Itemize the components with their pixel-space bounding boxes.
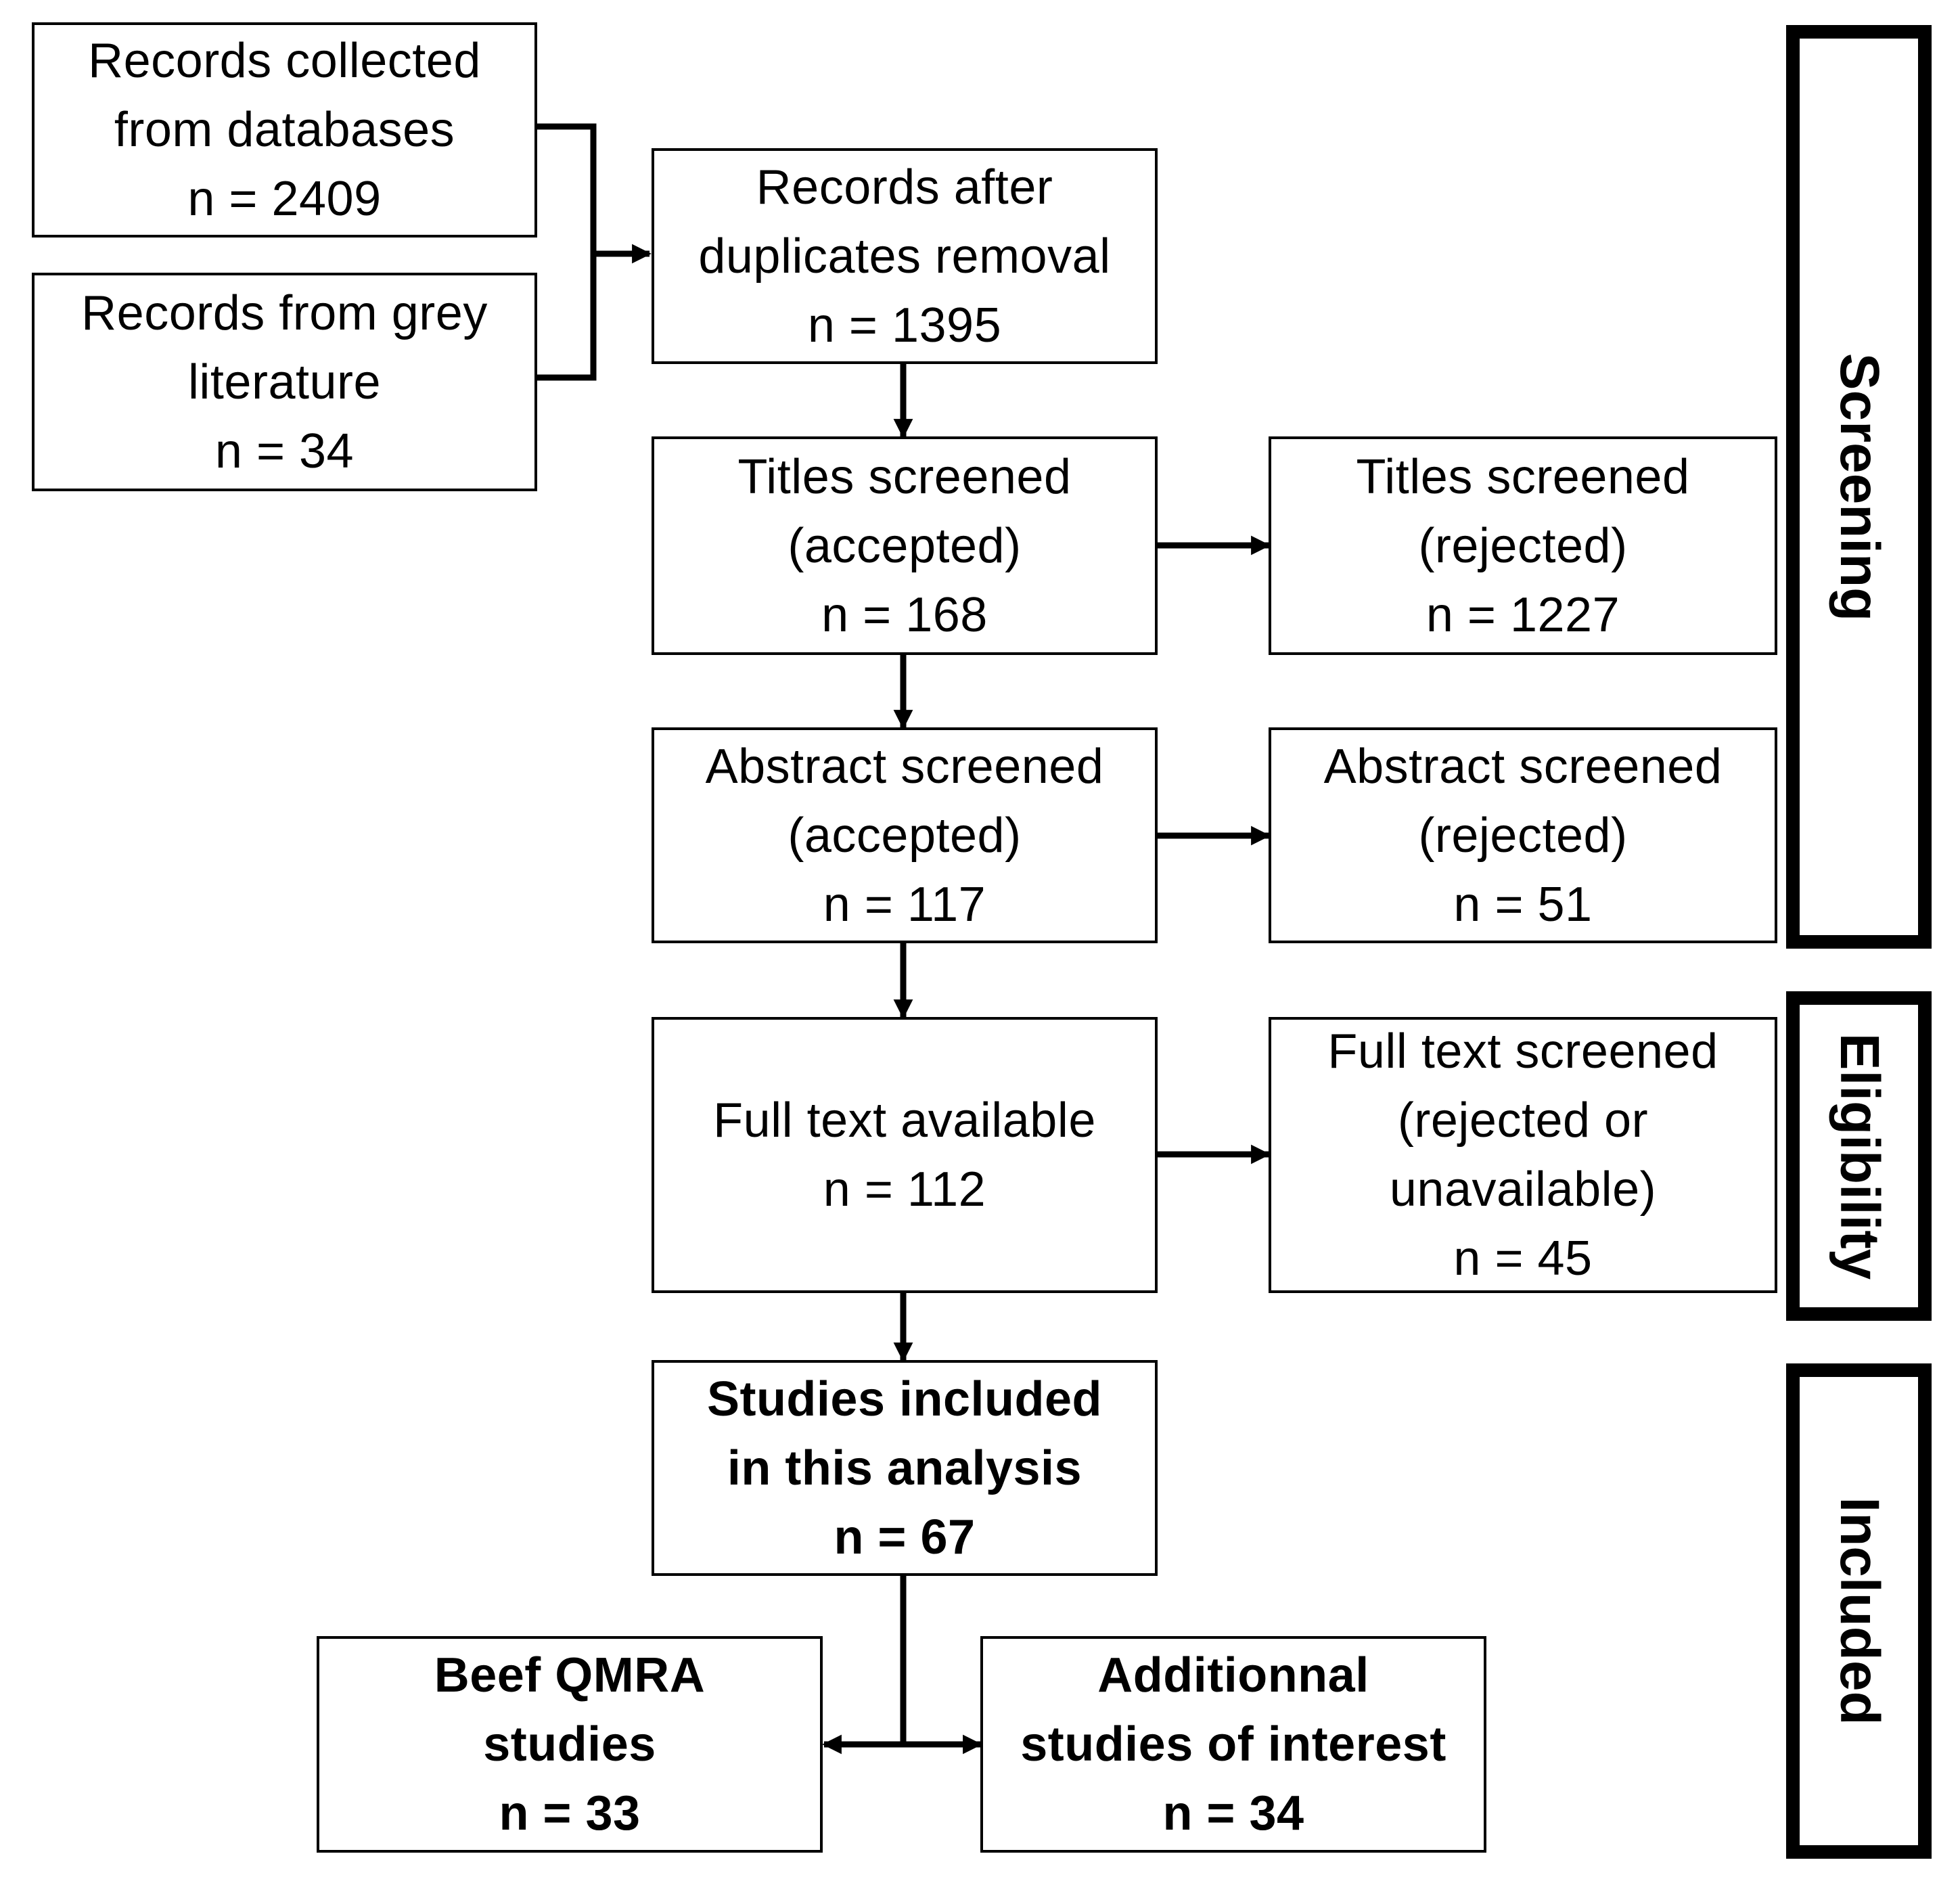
box-text-line: Additionnal [1097,1648,1369,1702]
fulltext-rejected-box: Full text screened (rejected or unavaila… [1269,1017,1777,1293]
box-count: n = 1227 [1426,587,1620,642]
box-text-line: Studies included [706,1372,1103,1426]
box-text-line: (accepted) [788,808,1022,863]
box-count: n = 34 [1162,1786,1304,1840]
box-text-line: Titles screened [737,449,1072,504]
box-text-line: from databases [114,103,455,157]
stage-screening-panel: Screening [1786,25,1932,949]
box-text-line: Beef QMRA [434,1648,706,1702]
titles-accepted-box: Titles screened (accepted) n = 168 [652,436,1158,655]
box-text-line: studies [483,1717,656,1771]
studies-included-box: Studies included in this analysis n = 67 [652,1360,1158,1576]
box-text-line: Records after [756,160,1053,214]
box-text-line: Records collected [88,34,481,88]
box-text-line: (rejected or [1397,1093,1649,1148]
box-text-line: Records from grey [81,286,488,340]
stage-eligibility-label: Eligibility [1828,1033,1890,1280]
records-grey-literature-box: Records from grey literature n = 34 [32,273,537,491]
box-text-line: Full text available [713,1093,1096,1148]
stage-included-panel: Included [1786,1363,1932,1859]
box-text-line: duplicates removal [698,229,1111,284]
box-count: n = 2409 [187,172,382,226]
box-text-line: unavailable) [1389,1162,1657,1217]
box-text-line: (rejected) [1418,518,1628,573]
abstract-accepted-box: Abstract screened (accepted) n = 117 [652,727,1158,943]
box-count: n = 45 [1453,1231,1593,1286]
beef-qmra-box: Beef QMRA studies n = 33 [317,1636,823,1853]
records-after-dedup-box: Records after duplicates removal n = 139… [652,148,1158,364]
fulltext-available-box: Full text available n = 112 [652,1017,1158,1293]
box-count: n = 51 [1453,877,1593,932]
box-text-line: Abstract screened [705,739,1104,794]
box-text-line: Full text screened [1327,1024,1718,1079]
box-count: n = 117 [823,877,986,932]
merge-bracket-connector [537,123,597,381]
additional-studies-box: Additionnal studies of interest n = 34 [980,1636,1486,1853]
box-count: n = 168 [821,587,988,642]
stage-included-label: Included [1828,1497,1890,1725]
stage-eligibility-panel: Eligibility [1786,991,1932,1321]
titles-rejected-box: Titles screened (rejected) n = 1227 [1269,436,1777,655]
box-text-line: Abstract screened [1323,739,1723,794]
box-count: n = 67 [834,1510,976,1564]
box-text-line: (accepted) [788,518,1022,573]
box-text-line: (rejected) [1418,808,1628,863]
abstract-rejected-box: Abstract screened (rejected) n = 51 [1269,727,1777,943]
box-count: n = 1395 [807,298,1002,353]
box-text-line: Titles screened [1356,449,1690,504]
records-databases-box: Records collected from databases n = 240… [32,22,537,238]
box-count: n = 34 [214,424,355,478]
box-count: n = 112 [823,1162,986,1217]
box-count: n = 33 [499,1786,641,1840]
box-text-line: literature [187,355,382,409]
box-text-line: in this analysis [727,1441,1082,1495]
box-text-line: studies of interest [1020,1717,1446,1771]
stage-screening-label: Screening [1828,353,1890,621]
